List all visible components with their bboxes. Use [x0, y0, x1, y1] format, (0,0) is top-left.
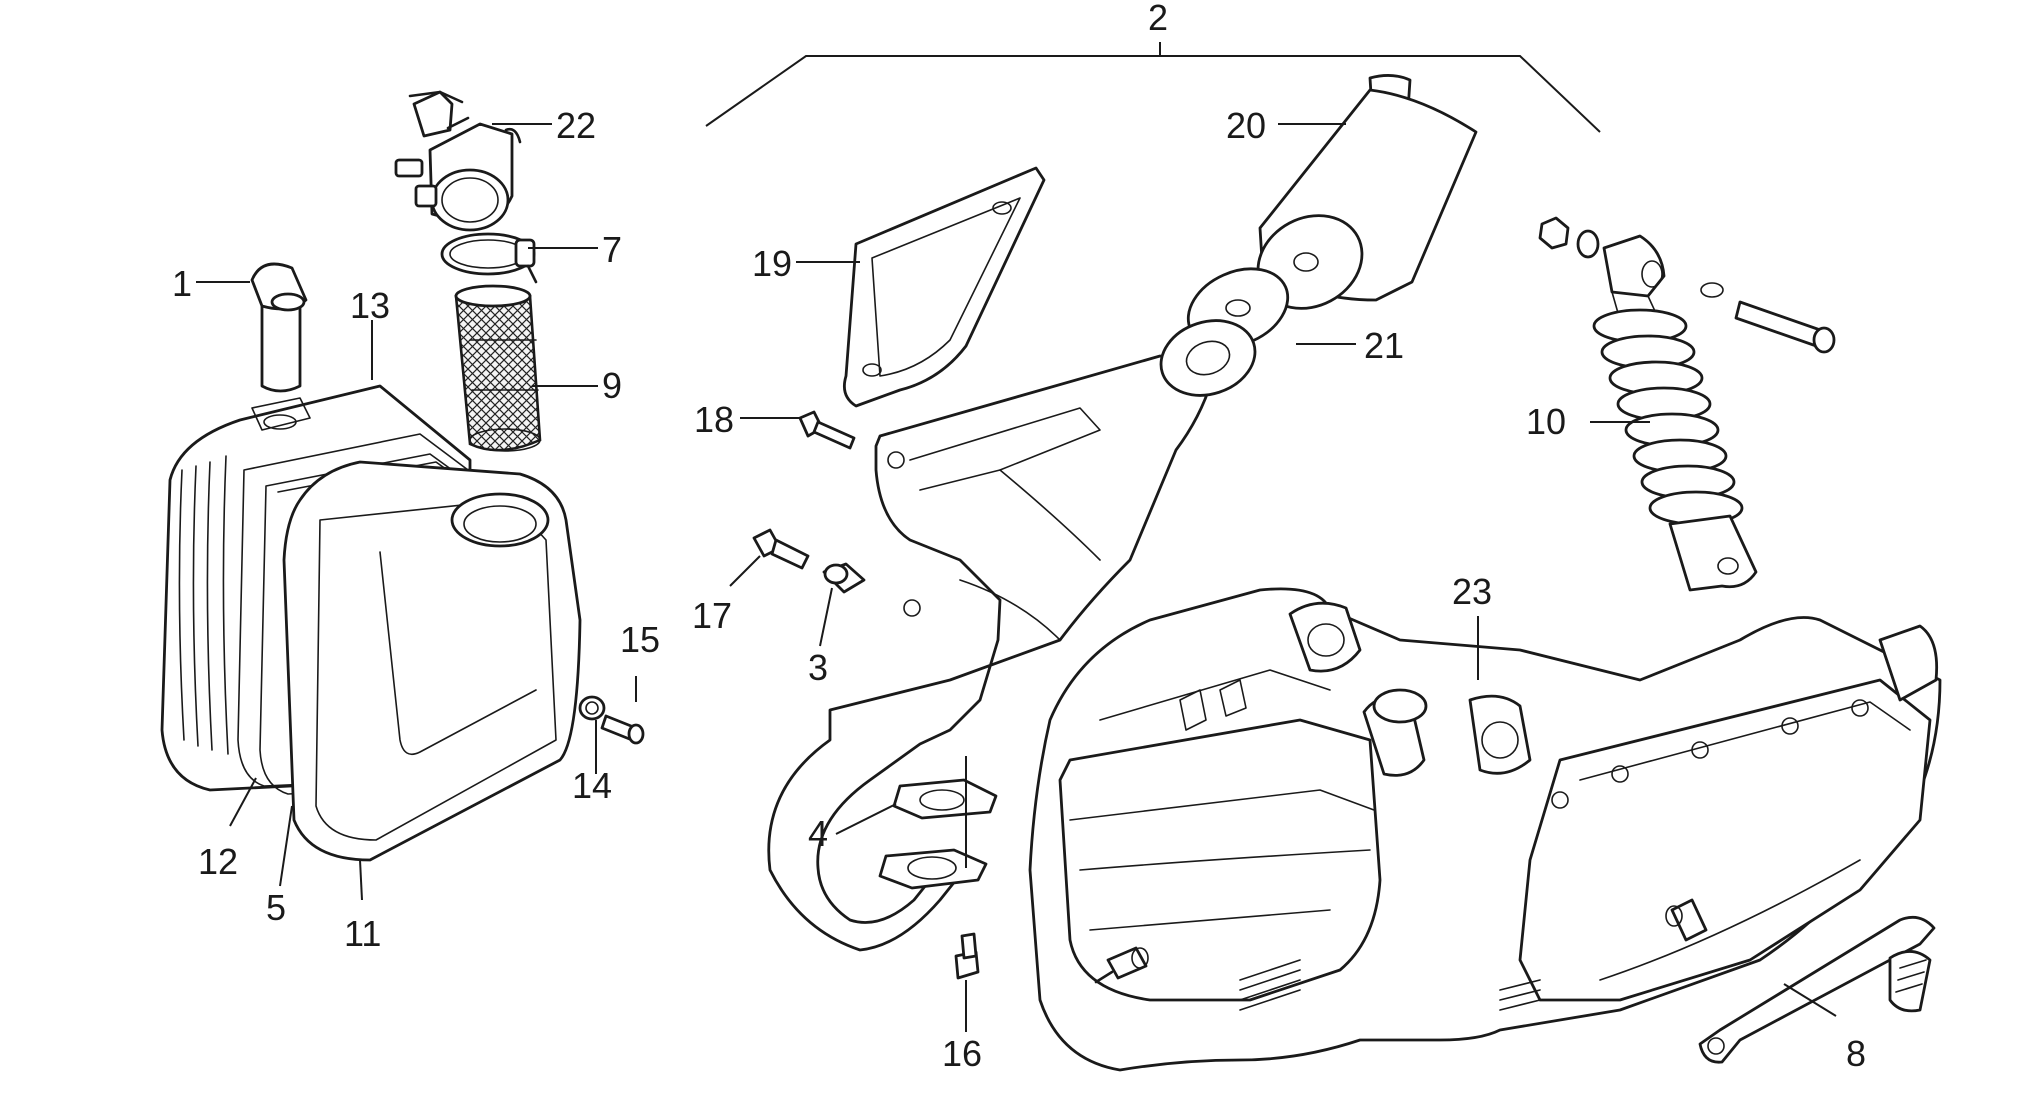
part-4-exhaust-gasket: [878, 778, 998, 890]
callout-19: 19: [752, 243, 792, 284]
callout-1: 1: [172, 263, 192, 304]
callout-11: 11: [344, 913, 381, 954]
callout-17: 17: [692, 595, 732, 636]
part-18-bolt: [798, 410, 856, 450]
part-3-spacer: [822, 562, 866, 594]
callout-23: 23: [1452, 571, 1492, 612]
callout-21: 21: [1364, 325, 1404, 366]
callout-13: 13: [350, 285, 390, 326]
coil-spring: [1592, 308, 1744, 526]
callout-3: 3: [808, 647, 828, 688]
part-19-heat-shield: [842, 166, 1046, 408]
part-10-shock-absorber: [1538, 216, 1836, 592]
exhaust-assembly: [705, 42, 1601, 980]
part-8-kickstart-lever: [1698, 915, 1936, 1064]
air-filter-assembly: [160, 90, 645, 862]
callout-16: 16: [942, 1033, 982, 1074]
part-22-carburettor: [394, 90, 522, 232]
group-bracket-2: [705, 55, 1601, 133]
exhaust-pipe-body: [767, 319, 1257, 952]
part-23-engine-unit: [1028, 587, 1942, 1072]
leader-lines: [196, 123, 1837, 1032]
part-9-intake-mesh: [454, 284, 542, 452]
callout-2: 2: [1148, 0, 1168, 38]
part-7-hose-clamp: [440, 232, 538, 284]
callout-15: 15: [620, 619, 660, 660]
part-11-filter-cover: [282, 460, 582, 862]
callout-4: 4: [808, 813, 828, 854]
callout-10: 10: [1526, 401, 1566, 442]
part-1-elbow-pipe: [250, 262, 308, 393]
part-17-bolt: [752, 528, 810, 570]
callout-18: 18: [694, 399, 734, 440]
part-16-stud: [954, 932, 980, 980]
callout-labels: 1 2 3 4 5 7 8 9 10 11 12 13 14 15 16 17 …: [172, 0, 1866, 1074]
callout-9: 9: [602, 365, 622, 406]
callout-8: 8: [1846, 1033, 1866, 1074]
callout-5: 5: [266, 887, 286, 928]
callout-22: 22: [556, 105, 596, 146]
callout-12: 12: [198, 841, 238, 882]
callout-7: 7: [602, 229, 622, 270]
callout-20: 20: [1226, 105, 1266, 146]
part-20-silencer-canister: [1256, 74, 1478, 310]
callout-14: 14: [572, 765, 612, 806]
part-15-bolt: [600, 714, 645, 745]
part-14-washer: [578, 695, 606, 721]
